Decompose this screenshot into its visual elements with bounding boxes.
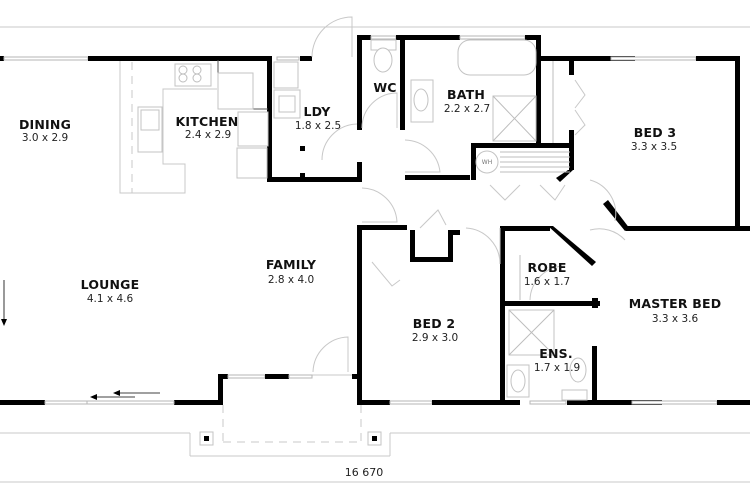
room-label-bed2: BED 2 xyxy=(412,316,456,331)
room-dims-lounge: 4.1 x 4.6 xyxy=(86,293,134,305)
room-label-family: FAMILY xyxy=(265,257,317,272)
room-label-ens: ENS. xyxy=(539,346,573,361)
room-label-bed3: BED 3 xyxy=(633,125,677,140)
room-label-robe: ROBE xyxy=(527,260,567,275)
water-heater-label: WH xyxy=(481,159,493,166)
room-label-master-bed: MASTER BED xyxy=(628,296,722,311)
eave-lines xyxy=(0,26,750,483)
room-dims-bath: 2.2 x 2.7 xyxy=(443,103,491,115)
overall-width-dimension: 16 670 xyxy=(344,466,384,479)
room-dims-bed2: 2.9 x 3.0 xyxy=(411,332,459,344)
room-label-ldy: LDY xyxy=(303,104,331,119)
room-label-kitchen: KITCHEN xyxy=(175,114,239,129)
room-dims-dining: 3.0 x 2.9 xyxy=(21,132,69,144)
room-dims-ens: 1.7 x 1.9 xyxy=(533,362,581,374)
door-swings xyxy=(311,16,626,373)
room-label-wc: WC xyxy=(373,80,397,95)
room-label-dining: DINING xyxy=(18,117,72,132)
room-dims-ldy: 1.8 x 2.5 xyxy=(294,120,342,132)
room-dims-bed3: 3.3 x 3.5 xyxy=(630,141,678,153)
room-label-bath: BATH xyxy=(446,87,486,102)
fixtures xyxy=(1,39,588,405)
room-label-lounge: LOUNGE xyxy=(80,277,140,292)
room-dims-robe: 1.6 x 1.7 xyxy=(523,276,571,288)
room-dims-master-bed: 3.3 x 3.6 xyxy=(651,313,699,325)
room-dims-kitchen: 2.4 x 2.9 xyxy=(184,129,232,141)
porch-outline xyxy=(199,374,382,446)
room-dims-family: 2.8 x 4.0 xyxy=(267,274,315,286)
walls xyxy=(0,35,750,405)
